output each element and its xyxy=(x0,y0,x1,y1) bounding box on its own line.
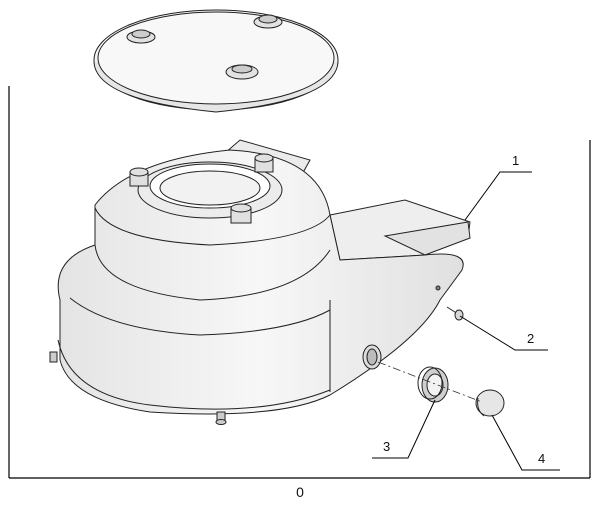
callout-label-2: 2 xyxy=(527,331,534,346)
housing-boss-right xyxy=(254,153,274,173)
blower-housing xyxy=(49,139,471,425)
bottom-fastener xyxy=(215,411,227,425)
housing-boss-front xyxy=(230,203,252,224)
top-cover xyxy=(93,9,339,113)
leader-3 xyxy=(372,399,436,459)
lid-boss-left xyxy=(126,29,156,44)
lid-boss-right xyxy=(253,14,283,29)
left-fastener xyxy=(49,351,58,363)
housing-boss-left xyxy=(129,167,149,187)
leader-4 xyxy=(491,414,560,471)
callout-label-3: 3 xyxy=(383,439,390,454)
part-2-screw xyxy=(446,306,464,321)
assembly-centerline xyxy=(377,361,483,403)
leader-2 xyxy=(459,315,548,351)
leader-lines xyxy=(372,171,560,471)
callout-label-1: 1 xyxy=(512,153,519,168)
part-3-grommet xyxy=(417,366,449,403)
diagram-frame xyxy=(8,86,591,479)
part-4-plug xyxy=(475,389,505,417)
side-port xyxy=(362,344,382,370)
callout-label-4: 4 xyxy=(538,451,545,466)
leader-1 xyxy=(464,171,532,221)
lid-boss-front xyxy=(225,64,259,80)
figure-number: 0 xyxy=(296,484,304,500)
